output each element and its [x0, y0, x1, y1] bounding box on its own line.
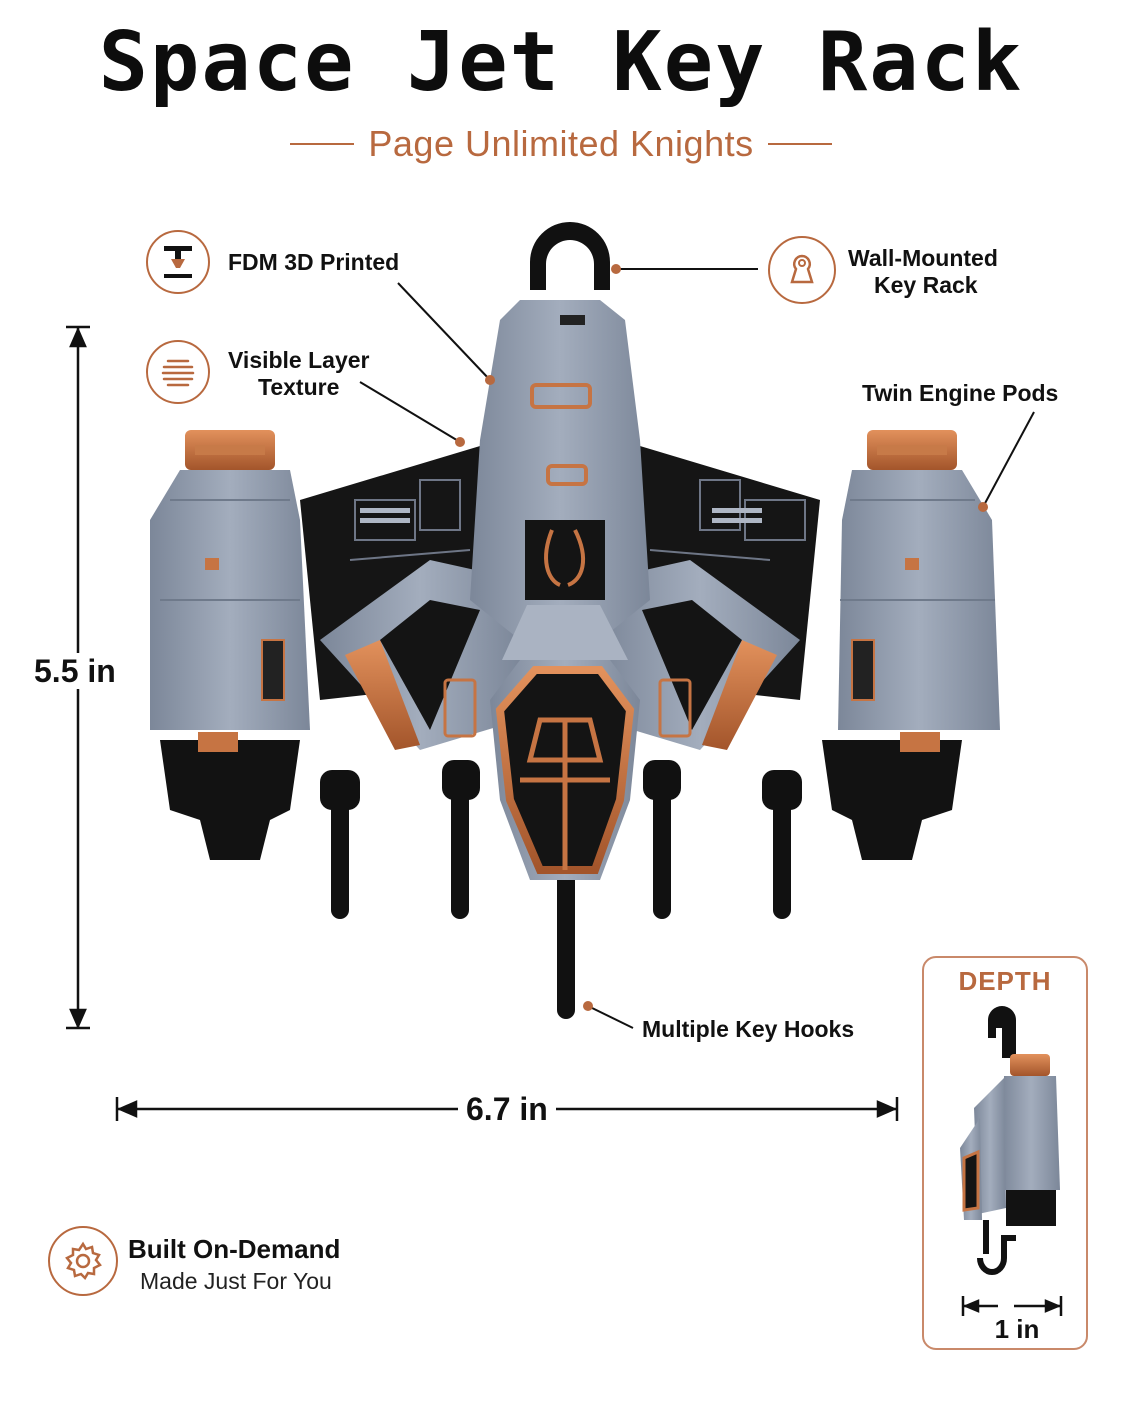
3d-printer-nozzle-icon [146, 230, 210, 294]
left-engine-pod [150, 430, 310, 860]
right-engine-pod [822, 430, 1000, 860]
engines-label: Twin Engine Pods [862, 380, 1059, 406]
layer-lines-icon [146, 340, 210, 404]
wall-mount-keyhole-icon [768, 236, 836, 304]
depth-panel: DEPTH 1 in [922, 956, 1088, 1350]
side-view-image [960, 1006, 1063, 1316]
gear-icon [48, 1226, 118, 1296]
wall-label-line1: Wall-Mounted [848, 245, 998, 271]
subtitle: Page Unlimited Knights [368, 123, 754, 164]
depth-title: DEPTH [958, 966, 1052, 996]
keyhole-glyph [790, 254, 814, 284]
badge-title: Built On-Demand [128, 1234, 341, 1264]
gear-glyph [65, 1241, 102, 1281]
fdm-label: FDM 3D Printed [228, 249, 400, 275]
layer-label-line1: Visible Layer [228, 347, 370, 373]
depth-dimension-label: 1 in [994, 1314, 1040, 1344]
width-dimension-label: 6.7 in [458, 1091, 556, 1127]
wall-label-line2: Key Rack [874, 272, 978, 298]
page-title: Space Jet Key Rack [98, 15, 1024, 110]
subtitle-row: Page Unlimited Knights [0, 122, 1122, 166]
subtitle-rule-left [290, 143, 355, 145]
subtitle-rule-right [767, 143, 832, 145]
hooks-label: Multiple Key Hooks [642, 1016, 855, 1042]
badge-subtitle: Made Just For You [140, 1268, 332, 1294]
layer-label-line2: Texture [258, 374, 340, 400]
nozzle-glyph [164, 246, 192, 278]
height-dimension-label: 5.5 in [26, 653, 124, 689]
layers-glyph [161, 359, 195, 387]
